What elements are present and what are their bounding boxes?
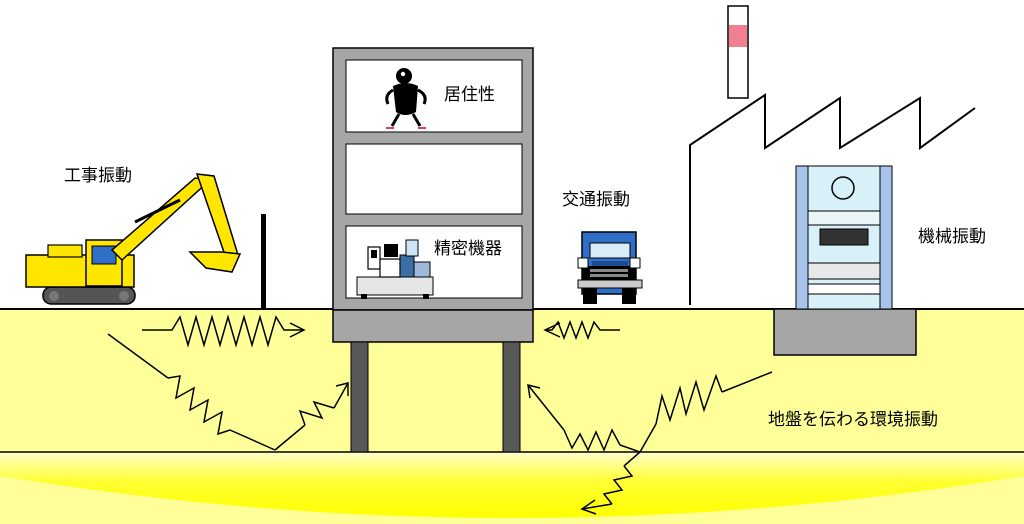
factory <box>689 93 976 305</box>
label-ground-environmental-vibration: 地盤を伝わる環境振動 <box>768 410 938 430</box>
traffic-surface-wave <box>543 319 620 341</box>
label-machinery-vibration: 機械振動 <box>918 227 986 247</box>
label-precision-instruments: 精密機器 <box>434 239 502 259</box>
press-machine <box>773 165 917 356</box>
wave-arrows <box>107 314 773 515</box>
downward-reflected-wave <box>580 451 641 515</box>
building <box>332 47 534 453</box>
bedrock-layer <box>0 452 1024 518</box>
construction-ground-ray <box>107 333 349 451</box>
construction-surface-wave <box>142 314 306 348</box>
truck <box>577 231 643 304</box>
chimney <box>727 5 749 99</box>
label-habitability: 居住性 <box>444 85 495 105</box>
label-construction-vibration: 工事振動 <box>64 166 132 186</box>
precision-instrument <box>356 239 434 299</box>
fence-post <box>261 214 266 310</box>
factory-ground-ray <box>527 371 773 453</box>
excavator <box>25 173 242 305</box>
person-figure <box>385 68 427 129</box>
label-traffic-vibration: 交通振動 <box>562 190 630 210</box>
